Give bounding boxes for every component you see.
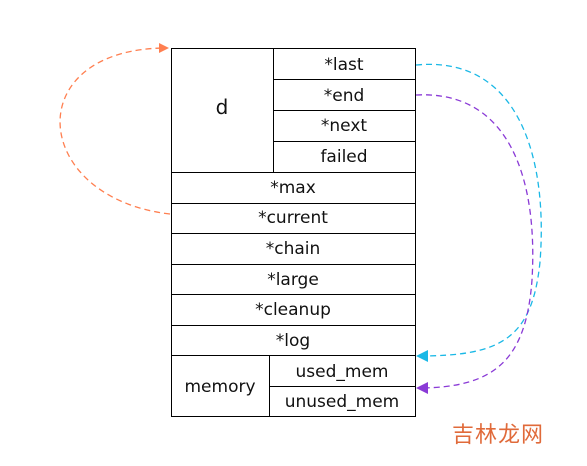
field-current: *current	[258, 208, 328, 228]
field-unused-mem: unused_mem	[285, 392, 400, 412]
arrow-current-to-d	[59, 43, 171, 215]
field-log: *log	[276, 331, 310, 351]
field-last: *last	[324, 55, 363, 75]
group-memory-label: memory	[184, 377, 255, 397]
field-large: *large	[267, 270, 319, 290]
field-failed: failed	[320, 147, 367, 167]
arrow-end-to-unused-mem	[415, 94, 534, 394]
field-chain: *chain	[266, 239, 321, 259]
watermark: 吉林龙网	[452, 423, 545, 448]
struct-outline	[171, 48, 416, 417]
group-d-label: d	[216, 95, 229, 119]
arrow-last-to-used-mem	[415, 63, 542, 362]
field-next: *next	[321, 116, 367, 136]
field-end: *end	[324, 86, 365, 106]
field-cleanup: *cleanup	[255, 300, 331, 320]
field-used-mem: used_mem	[296, 362, 389, 382]
field-max: *max	[270, 178, 316, 198]
